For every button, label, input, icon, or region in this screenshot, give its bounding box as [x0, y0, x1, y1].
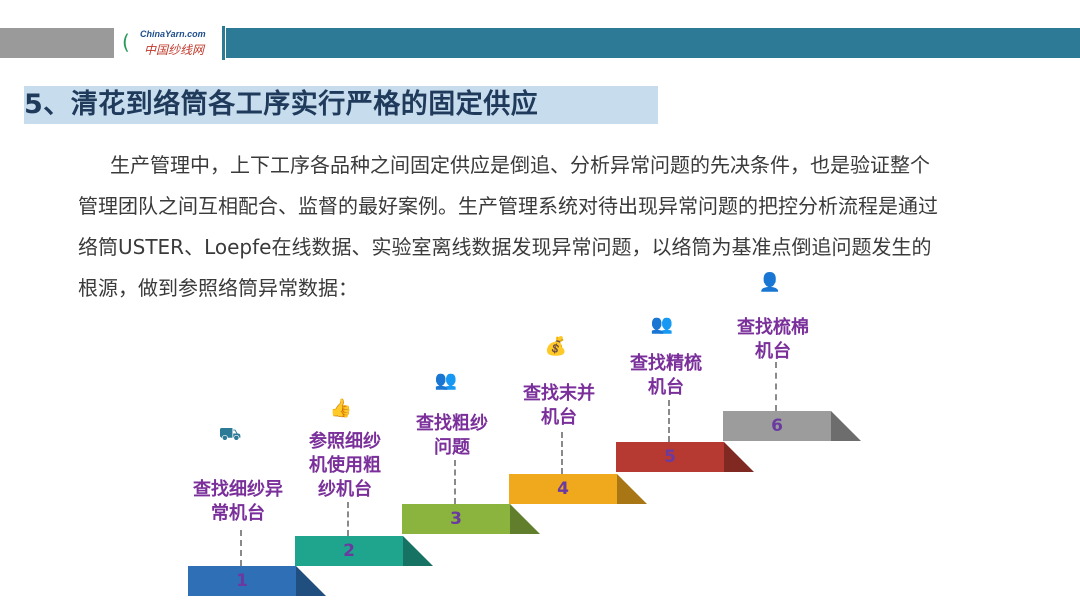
- step-block: [616, 442, 724, 472]
- step-block: [723, 411, 831, 441]
- step-number: 1: [236, 571, 248, 591]
- logo[interactable]: ( ChinaYarn.com 中国纱线网: [114, 26, 225, 60]
- paragraph-text: 生产管理中，上下工序各品种之间固定供应是倒追、分析异常问题的先决条件，也是验证整…: [78, 153, 938, 300]
- step-connector: [775, 362, 777, 411]
- step-label: 查找精梳机台: [630, 353, 702, 398]
- step-block: [509, 474, 617, 504]
- person-desk-icon: 👤: [758, 272, 782, 293]
- step-block: [188, 566, 296, 596]
- logo-swirl-icon: (: [122, 30, 130, 54]
- logo-english-text: ChinaYarn.com: [140, 29, 206, 39]
- step-label: 参照细纱机使用粗纱机台: [309, 431, 381, 500]
- step-number: 5: [664, 447, 676, 467]
- step-connector: [240, 530, 242, 566]
- step-bevel: [831, 411, 861, 441]
- step-label: 查找细纱异常机台: [193, 479, 283, 524]
- step-label: 查找粗纱问题: [416, 413, 488, 458]
- title-background: [24, 86, 658, 124]
- step-label: 查找末并机台: [523, 383, 595, 428]
- header-teal-bar: [226, 28, 1080, 58]
- money-hand-icon: 💰: [544, 336, 568, 357]
- step-bevel: [617, 474, 647, 504]
- step-number: 3: [450, 509, 462, 529]
- people-carry-icon: ⛟: [218, 424, 242, 445]
- step-number: 4: [557, 479, 569, 499]
- thumbs-up-icon: 👍: [329, 398, 353, 419]
- step-4: 4: [509, 474, 647, 504]
- step-3: 3: [402, 504, 540, 534]
- step-bevel: [296, 566, 326, 596]
- header-gray-bar: [0, 28, 114, 58]
- team-icon: 👥: [434, 370, 458, 391]
- step-block: [402, 504, 510, 534]
- body-paragraph: 生产管理中，上下工序各品种之间固定供应是倒追、分析异常问题的先决条件，也是验证整…: [78, 145, 948, 309]
- step-connector: [347, 502, 349, 536]
- step-block: [295, 536, 403, 566]
- step-bevel: [724, 442, 754, 472]
- step-1: 1: [188, 566, 326, 596]
- step-connector: [561, 432, 563, 474]
- step-connector: [668, 400, 670, 442]
- step-6: 6: [723, 411, 861, 441]
- step-bevel: [510, 504, 540, 534]
- group-icon: 👥: [650, 314, 674, 335]
- step-connector: [454, 460, 456, 504]
- step-2: 2: [295, 536, 433, 566]
- logo-chinese-text: 中国纱线网: [144, 43, 205, 57]
- slide-title: 5、清花到络筒各工序实行严格的固定供应: [24, 89, 539, 120]
- step-bevel: [403, 536, 433, 566]
- step-number: 2: [343, 541, 355, 561]
- step-5: 5: [616, 442, 754, 472]
- step-number: 6: [771, 416, 783, 436]
- step-label: 查找梳棉机台: [737, 317, 809, 362]
